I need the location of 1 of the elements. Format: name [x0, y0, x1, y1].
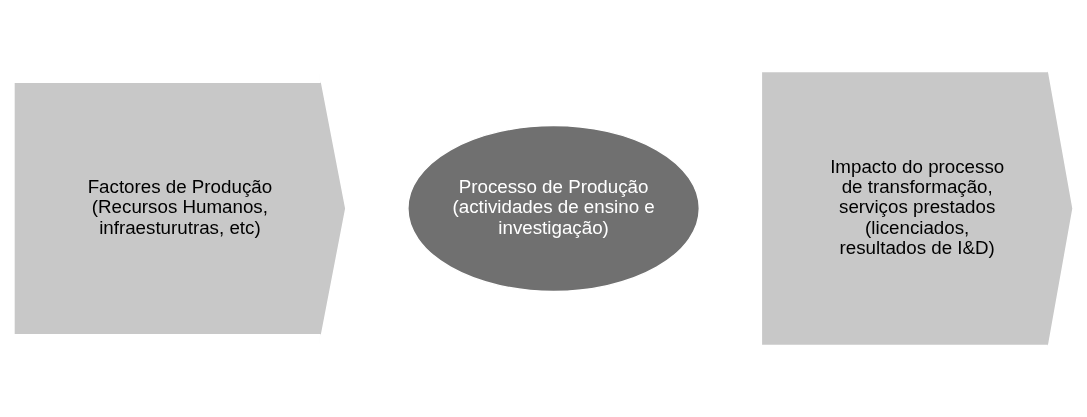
node-ellipse: Processo de Produção (actividades de ensino e investigação): [407, 124, 701, 293]
